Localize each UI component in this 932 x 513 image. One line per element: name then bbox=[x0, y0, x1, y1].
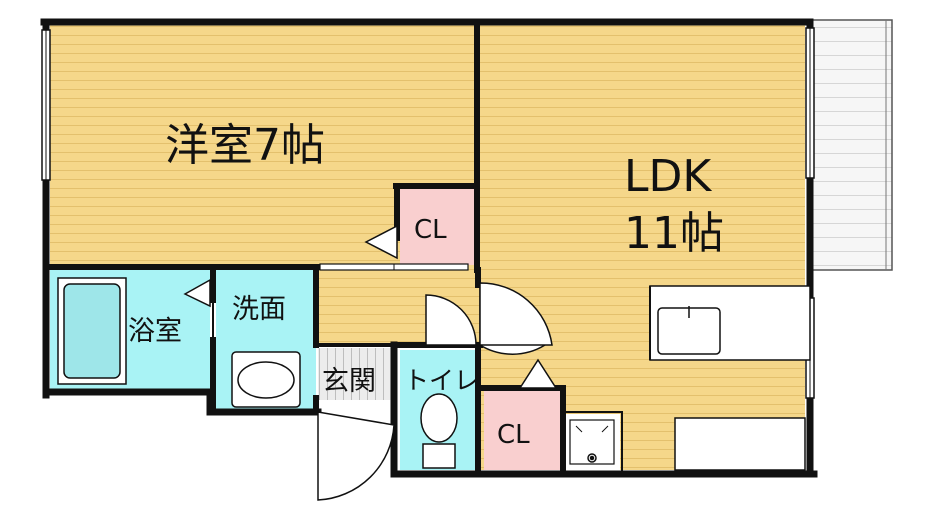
toilet-label: トイレ bbox=[404, 366, 480, 395]
closet-lower-label: CL bbox=[497, 420, 530, 450]
western-room-label: 洋室7帖 bbox=[165, 120, 325, 171]
closet-upper bbox=[400, 188, 475, 265]
fixtures bbox=[57, 277, 811, 471]
sliding-door bbox=[319, 263, 469, 271]
ldk-size-label: 11帖 bbox=[624, 208, 724, 259]
doors bbox=[212, 282, 553, 501]
entrance-tile bbox=[318, 348, 396, 400]
ldk-label: LDK bbox=[624, 151, 712, 202]
floors bbox=[50, 25, 805, 470]
washroom-label: 洗面 bbox=[232, 294, 286, 325]
closet-arrows bbox=[183, 224, 558, 389]
closet-lower bbox=[484, 390, 560, 470]
entrance-label: 玄関 bbox=[322, 366, 376, 397]
appliance-space bbox=[674, 417, 806, 471]
bathroom-label: 浴室 bbox=[128, 316, 182, 347]
balcony bbox=[811, 19, 893, 271]
toilet-fixture bbox=[420, 393, 458, 469]
kitchen-counter bbox=[649, 285, 811, 361]
closet-upper-label: CL bbox=[414, 215, 447, 245]
laundry-drain-icon bbox=[569, 419, 615, 465]
